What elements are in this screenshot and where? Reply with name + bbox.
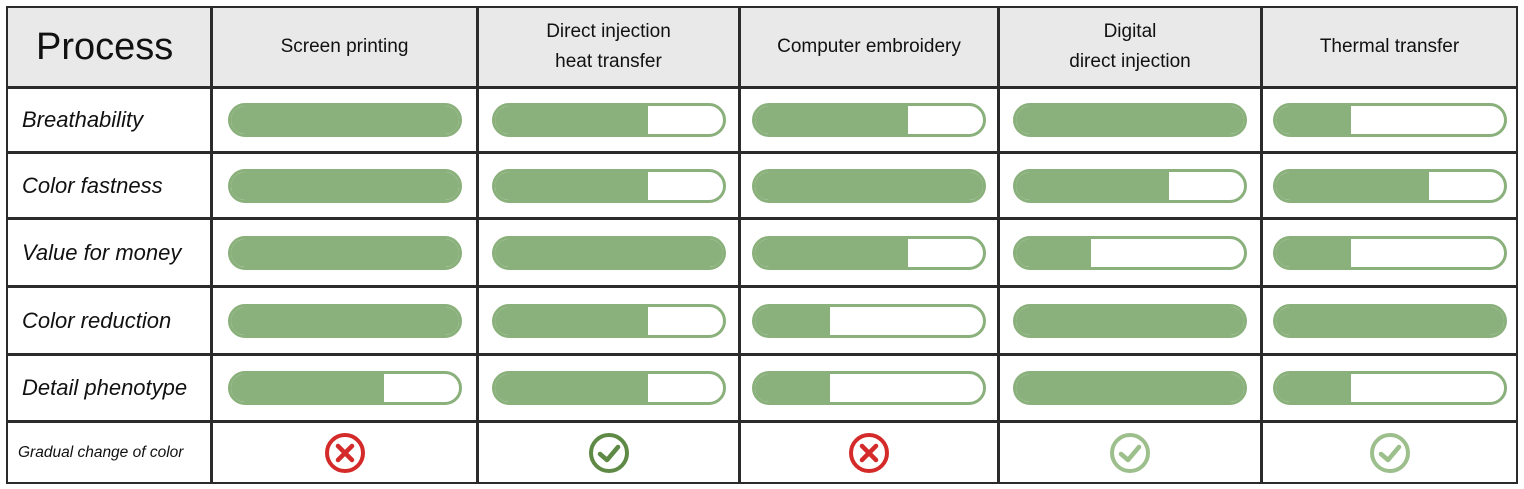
rating-bar-fill [495,307,648,335]
rating-bar [492,304,726,338]
rating-bar [228,236,462,270]
status-cell [998,421,1262,484]
rating-bar-fill [1016,106,1244,134]
rating-bar [1273,103,1507,137]
rating-bar-fill [231,239,459,267]
rating-bar-fill [755,374,831,402]
cross-icon [849,433,889,473]
bar-cell [998,152,1262,219]
bar-cell [1261,152,1518,219]
row-label: Detail phenotype [6,354,212,422]
rating-bar [1013,169,1247,203]
rating-bar-fill [1016,374,1244,402]
bar-cell [1261,354,1518,422]
rating-bar-fill [495,172,648,200]
rating-bar [492,103,726,137]
rating-bar-fill [231,106,459,134]
rating-bar [1013,103,1247,137]
bar-cell [998,218,1262,287]
status-cell [211,421,478,484]
check-icon [1370,433,1410,473]
bar-cell [477,218,740,287]
rating-bar-fill [495,106,648,134]
row-label: Value for money [6,218,212,287]
rating-bar-fill [755,307,831,335]
row-label: Gradual change of color [6,421,212,484]
rating-bar-fill [495,239,723,267]
rating-bar-fill [1276,374,1352,402]
rating-bar [1273,371,1507,405]
bar-cell [998,354,1262,422]
rating-bar [492,236,726,270]
bar-cell [1261,218,1518,287]
rating-bar [1273,236,1507,270]
rating-bar-fill [231,172,459,200]
column-header: Digital direct injection [998,6,1262,88]
rating-bar-fill [231,307,459,335]
bar-cell [998,87,1262,153]
column-header: Computer embroidery [739,6,999,88]
bar-cell [739,218,999,287]
rating-bar [1013,304,1247,338]
check-icon [589,433,629,473]
rating-bar-fill [231,374,384,402]
rating-bar [752,371,986,405]
bar-cell [211,286,478,355]
bar-cell [739,152,999,219]
bar-cell [211,152,478,219]
bar-cell [739,286,999,355]
rating-bar-fill [1276,172,1429,200]
rating-bar [492,169,726,203]
rating-bar [492,371,726,405]
rating-bar [228,103,462,137]
bar-cell [477,286,740,355]
rating-bar [1273,169,1507,203]
rating-bar [752,103,986,137]
row-label: Color reduction [6,286,212,355]
rating-bar-fill [1016,239,1092,267]
status-cell [739,421,999,484]
status-cell [1261,421,1518,484]
bar-cell [211,218,478,287]
column-header: Thermal transfer [1261,6,1518,88]
header-process: Process [6,6,212,88]
rating-bar-fill [1276,307,1504,335]
bar-cell [1261,87,1518,153]
rating-bar-fill [755,106,908,134]
rating-bar [752,169,986,203]
bar-cell [477,152,740,219]
rating-bar-fill [1276,106,1352,134]
rating-bar-fill [1016,172,1169,200]
rating-bar [752,304,986,338]
rating-bar [228,304,462,338]
bar-cell [477,354,740,422]
rating-bar-fill [1276,239,1352,267]
column-header: Screen printing [211,6,478,88]
check-icon [1110,433,1150,473]
rating-bar [1273,304,1507,338]
row-label: Breathability [6,87,212,153]
bar-cell [739,354,999,422]
rating-bar-fill [755,172,983,200]
bar-cell [1261,286,1518,355]
rating-bar [1013,371,1247,405]
rating-bar [752,236,986,270]
column-header: Direct injection heat transfer [477,6,740,88]
rating-bar-fill [495,374,648,402]
rating-bar-fill [755,239,908,267]
bar-cell [739,87,999,153]
rating-bar-fill [1016,307,1244,335]
bar-cell [998,286,1262,355]
rating-bar [228,371,462,405]
rating-bar [228,169,462,203]
bar-cell [211,87,478,153]
rating-bar [1013,236,1247,270]
row-label: Color fastness [6,152,212,219]
bar-cell [477,87,740,153]
cross-icon [325,433,365,473]
bar-cell [211,354,478,422]
status-cell [477,421,740,484]
